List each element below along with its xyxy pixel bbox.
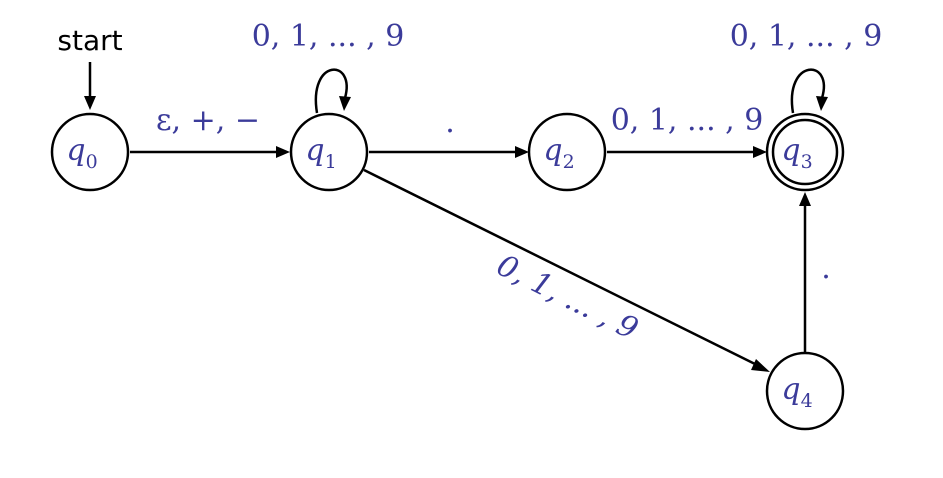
edge-q3-loop-arrowhead [816,96,828,111]
edge-q0-q1-label: ε, +, − [156,103,260,138]
svg-text:q0: q0 [66,133,97,173]
edge-q1-loop-arrowhead [339,96,351,111]
edge-q2-q3-arrowhead [753,146,767,158]
state-q3-accepting: q3 [765,112,845,192]
edge-q1-q4 [363,168,758,367]
edge-q4-q3-arrowhead [799,192,811,206]
svg-text:q1: q1 [305,133,336,173]
edge-q3-loop-label: 0, 1, ... , 9 [730,19,883,54]
edge-q1-q2-arrowhead [515,146,529,158]
svg-text:q2: q2 [543,133,574,173]
edge-q1-q4-arrowhead [751,359,770,372]
edge-q1-q2-label: . [445,105,455,140]
edge-q4-q3-label: . [821,251,831,286]
state-q2: q2 [527,112,607,192]
state-q0: q0 [50,112,130,192]
svg-text:q3: q3 [781,133,812,173]
edge-q2-q3-label: 0, 1, ... , 9 [611,103,764,138]
edge-q3-loop [790,68,825,114]
edge-q0-q1-arrowhead [276,146,290,158]
edge-q1-loop [314,68,348,114]
state-q1: q1 [289,112,369,192]
start-label: start [57,24,122,57]
start-arrowhead [84,96,96,110]
edge-q1-loop-label: 0, 1, ... , 9 [252,19,405,54]
state-q4: q4 [765,351,845,431]
svg-text:q4: q4 [781,372,812,412]
